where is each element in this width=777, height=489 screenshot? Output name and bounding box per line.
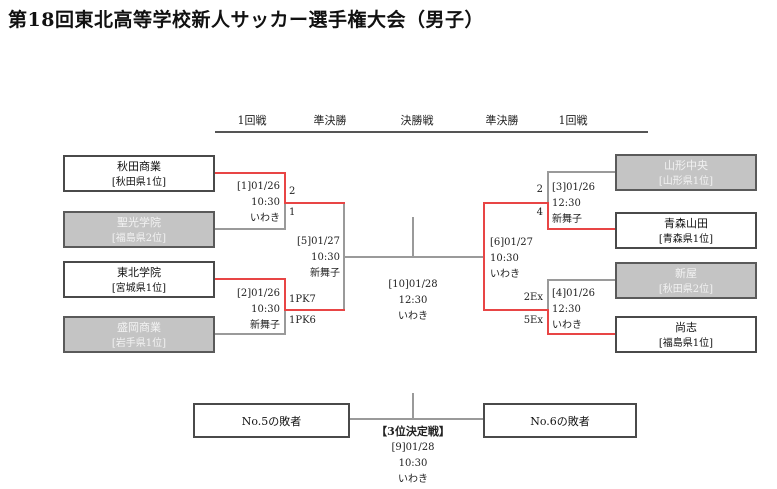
match-venue: いわき bbox=[398, 311, 428, 322]
winner-path-line bbox=[549, 228, 615, 230]
team-seed: [青森県1位] bbox=[658, 234, 714, 245]
round-label-r1-left: 1回戦 bbox=[237, 114, 267, 127]
team-name: 東北学院 bbox=[117, 266, 161, 279]
winner-path-line bbox=[485, 309, 549, 311]
match-2-info: [2]01/26 10:30 新舞子 bbox=[200, 286, 280, 334]
match-9-info: 【3位決定戦】 [9]01/28 10:30 いわき bbox=[343, 424, 483, 488]
match-4-score-bottom: 5Ex bbox=[523, 315, 543, 326]
match-4-score-top: 2Ex bbox=[523, 292, 543, 303]
match-time: 10:30 bbox=[490, 253, 519, 264]
winner-path-line bbox=[483, 202, 485, 311]
team-seed: [福島県2位] bbox=[111, 233, 167, 244]
bracket-line bbox=[215, 228, 285, 230]
team-name: 秋田商業 bbox=[117, 160, 161, 173]
team-name: 尚志 bbox=[675, 321, 697, 334]
match-1-score-top: 2 bbox=[289, 186, 296, 197]
team-seed: [宮城県1位] bbox=[111, 283, 167, 294]
team-seed: [秋田県1位] bbox=[111, 177, 167, 188]
team-name: 新屋 bbox=[675, 267, 697, 280]
team-box-yamagata-chuo: 山形中央 [山形県1位] bbox=[615, 154, 757, 191]
match-time: 10:30 bbox=[251, 197, 280, 208]
team-box-shoshi: 尚志 [福島県1位] bbox=[615, 316, 757, 353]
team-name: 聖光学院 bbox=[117, 216, 161, 229]
bracket-line bbox=[549, 279, 615, 281]
match-1-info: [1]01/26 10:30 いわき bbox=[200, 179, 280, 227]
match-label: [2]01/26 bbox=[237, 288, 280, 299]
match-label: [10]01/28 bbox=[388, 279, 438, 290]
page-title: 第18回東北高等学校新人サッカー選手権大会（男子） bbox=[8, 9, 484, 31]
team-box-akita-shogyo: 秋田商業 [秋田県1位] bbox=[63, 155, 215, 192]
final-bar-line bbox=[343, 256, 485, 258]
round-label-sf-right: 準決勝 bbox=[485, 114, 519, 127]
match-10-info: [10]01/28 12:30 いわき bbox=[373, 277, 453, 325]
match-label: [5]01/27 bbox=[297, 236, 340, 247]
match-label: [9]01/28 bbox=[391, 442, 435, 453]
match-1-score-bottom: 1 bbox=[289, 207, 296, 218]
match-5-info: [5]01/27 10:30 新舞子 bbox=[256, 234, 340, 282]
match-2-score-bottom: 1PK6 bbox=[289, 315, 316, 326]
match-label: [3]01/26 bbox=[552, 182, 595, 193]
match-3-score-bottom: 4 bbox=[536, 207, 543, 218]
third-place-left-box: No.5の敗者 bbox=[193, 403, 350, 438]
match-label: [1]01/26 bbox=[237, 181, 280, 192]
bracket-line bbox=[547, 171, 549, 230]
round-label-final: 決勝戦 bbox=[400, 114, 434, 127]
bracket-line bbox=[549, 171, 615, 173]
round-label-r1-right: 1回戦 bbox=[558, 114, 588, 127]
match-label: [4]01/26 bbox=[552, 288, 595, 299]
match-3-score-top: 2 bbox=[536, 184, 543, 195]
winner-path-line bbox=[215, 172, 285, 174]
match-venue: いわき bbox=[250, 213, 280, 224]
third-place-heading: 【3位決定戦】 bbox=[376, 425, 450, 438]
team-seed: [山形県1位] bbox=[658, 176, 714, 187]
winner-path-line bbox=[485, 202, 549, 204]
winner-path-line bbox=[284, 172, 286, 204]
match-2-score-top: 1PK7 bbox=[289, 294, 316, 305]
match-venue: 新舞子 bbox=[552, 214, 582, 225]
match-venue: 新舞子 bbox=[250, 320, 280, 331]
team-seed: [岩手県1位] bbox=[111, 338, 167, 349]
match-time: 12:30 bbox=[552, 198, 581, 209]
bracket-line bbox=[215, 333, 285, 335]
third-place-right-label: No.6の敗者 bbox=[530, 414, 590, 428]
match-label: [6]01/27 bbox=[490, 237, 533, 248]
winner-path-line bbox=[284, 309, 345, 311]
winner-path-line bbox=[215, 278, 285, 280]
team-box-tohoku-gakuin: 東北学院 [宮城県1位] bbox=[63, 261, 215, 298]
match-venue: いわき bbox=[490, 269, 520, 280]
team-box-aomori-yamada: 青森山田 [青森県1位] bbox=[615, 212, 757, 249]
team-box-seiko-gakuin: 聖光学院 [福島県2位] bbox=[63, 211, 215, 248]
third-place-stub-line bbox=[412, 393, 414, 420]
match-venue: 新舞子 bbox=[310, 268, 340, 279]
team-box-araya: 新屋 [秋田県2位] bbox=[615, 262, 757, 299]
team-name: 青森山田 bbox=[664, 217, 708, 230]
match-time: 12:30 bbox=[552, 304, 581, 315]
team-name: 盛岡商業 bbox=[117, 321, 161, 334]
bracket-line bbox=[547, 279, 549, 335]
third-place-right-box: No.6の敗者 bbox=[483, 403, 637, 438]
winner-path-line bbox=[284, 202, 345, 204]
team-box-morioka-shogyo: 盛岡商業 [岩手県1位] bbox=[63, 316, 215, 353]
winner-path-line bbox=[549, 333, 615, 335]
champion-stub-line bbox=[412, 217, 414, 258]
match-3-info: [3]01/26 12:30 新舞子 bbox=[552, 180, 632, 228]
match-4-info: [4]01/26 12:30 いわき bbox=[552, 286, 632, 334]
third-place-bar-line bbox=[350, 418, 483, 420]
winner-path-line bbox=[284, 278, 286, 311]
team-seed: [秋田県2位] bbox=[658, 284, 714, 295]
winner-path-line bbox=[547, 202, 549, 230]
header-rule bbox=[215, 131, 648, 133]
winner-path-line bbox=[547, 309, 549, 335]
third-place-left-label: No.5の敗者 bbox=[241, 414, 302, 428]
round-label-sf-left: 準決勝 bbox=[313, 114, 347, 127]
match-time: 10:30 bbox=[311, 252, 340, 263]
team-name: 山形中央 bbox=[664, 159, 708, 172]
match-time: 10:30 bbox=[398, 458, 428, 469]
match-time: 12:30 bbox=[398, 295, 428, 306]
match-6-info: [6]01/27 10:30 いわき bbox=[490, 235, 570, 283]
team-seed: [福島県1位] bbox=[658, 338, 714, 349]
match-venue: いわき bbox=[552, 320, 582, 331]
match-time: 10:30 bbox=[251, 304, 280, 315]
match-venue: いわき bbox=[398, 474, 428, 485]
